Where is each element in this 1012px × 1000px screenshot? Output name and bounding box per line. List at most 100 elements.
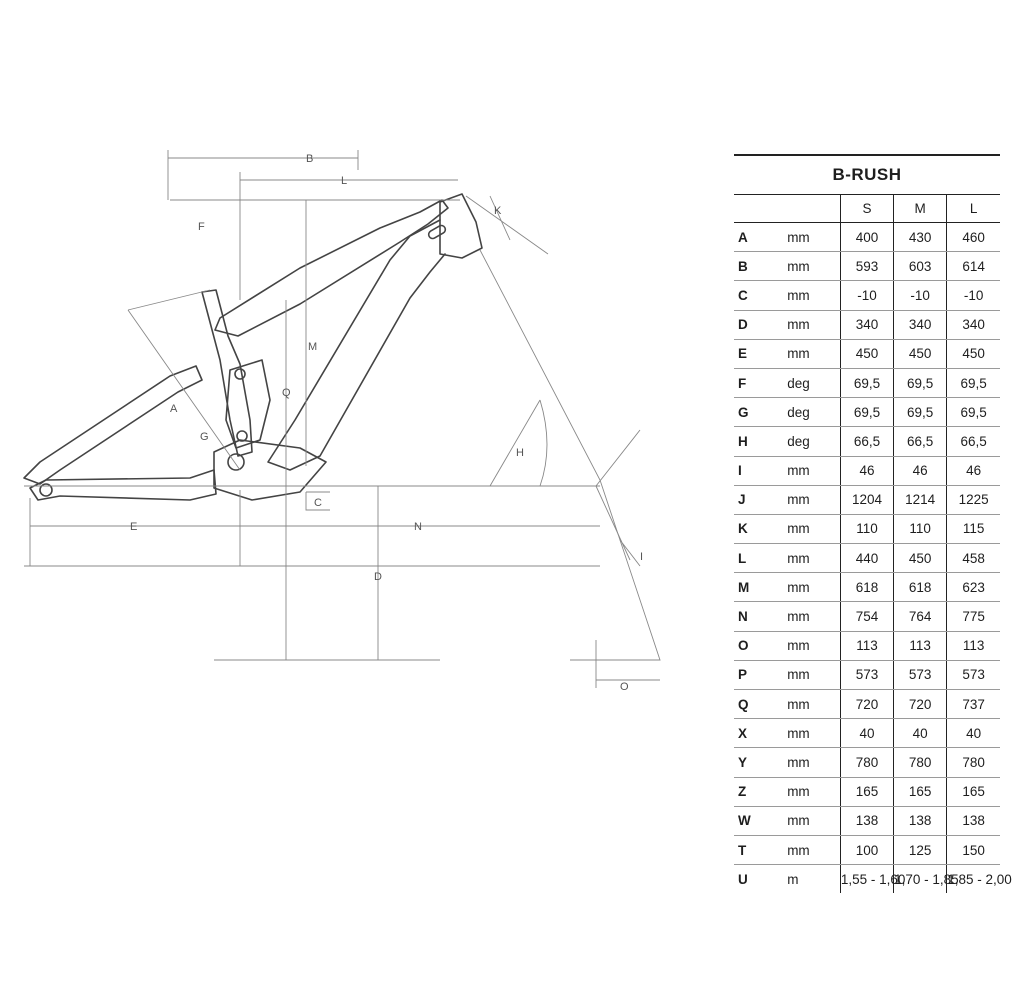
value-m: 430 — [893, 222, 947, 253]
value-s: 1204 — [839, 485, 894, 515]
dim-label-q: Q — [282, 387, 291, 399]
value-s: 754 — [839, 601, 894, 632]
value-l: 458 — [946, 543, 1000, 574]
value-s: 780 — [839, 747, 894, 778]
value-l: 113 — [946, 631, 1000, 661]
value-m: 618 — [893, 572, 947, 603]
value-m: 1,70 - 1,85 — [893, 864, 959, 894]
dim-line-o — [595, 640, 660, 688]
value-l: 775 — [946, 601, 1000, 632]
dim-line-h — [489, 399, 548, 487]
row-letter: F — [734, 368, 788, 399]
value-s: 1,55 - 1,60 — [839, 864, 905, 894]
value-l: 340 — [946, 310, 1000, 340]
row-unit: mm — [787, 280, 841, 311]
value-m: 138 — [893, 806, 947, 836]
value-l: 460 — [946, 222, 1000, 253]
header-blank — [734, 194, 788, 223]
row-letter: O — [734, 631, 788, 661]
row-unit: mm — [787, 251, 841, 282]
row-letter: E — [734, 339, 788, 369]
frame-shock-mount — [234, 368, 246, 380]
dim-line-a — [127, 289, 241, 471]
dim-label-o: O — [620, 681, 629, 693]
value-m: 450 — [893, 339, 947, 369]
dim-line-i — [595, 429, 641, 567]
value-l: 737 — [946, 689, 1000, 720]
size-header-m: M — [893, 194, 947, 223]
value-m: 69,5 — [893, 368, 947, 399]
value-s: 400 — [839, 222, 894, 253]
value-s: 340 — [839, 310, 894, 340]
value-l: -10 — [946, 280, 1000, 311]
frame-bb — [227, 453, 245, 471]
value-l: 573 — [946, 660, 1000, 691]
row-letter: A — [734, 222, 788, 253]
value-s: 110 — [839, 514, 894, 545]
dim-label-e: E — [130, 521, 137, 533]
table-title-row: B-RUSH — [734, 154, 1000, 195]
model-title: B-RUSH — [734, 154, 1000, 195]
row-unit: m — [787, 871, 799, 887]
value-m: 764 — [893, 601, 947, 632]
dim-line-k — [465, 195, 549, 255]
value-l: 69,5 — [946, 397, 1000, 428]
value-s: 69,5 — [839, 397, 894, 428]
value-s: 165 — [839, 777, 894, 807]
value-s: -10 — [839, 280, 894, 311]
value-s: 40 — [839, 718, 894, 749]
dim-line-d — [214, 486, 440, 661]
value-l: 165 — [946, 777, 1000, 807]
value-s: 113 — [839, 631, 894, 661]
row-letter: W — [734, 806, 788, 836]
row-unit: mm — [787, 514, 841, 545]
row-unit: mm — [787, 543, 841, 574]
row-letter: K — [734, 514, 788, 545]
value-m: 110 — [893, 514, 947, 545]
dim-label-m: M — [308, 341, 317, 353]
value-m: 720 — [893, 689, 947, 720]
row-unit: mm — [787, 660, 841, 691]
value-l: 780 — [946, 747, 1000, 778]
value-l: 46 — [946, 456, 1000, 486]
frame-pivot — [236, 430, 248, 442]
row-unit: mm — [787, 806, 841, 836]
row-unit: mm — [787, 485, 841, 515]
dim-label-g: G — [200, 431, 209, 443]
frame-head-tube — [439, 193, 483, 259]
frame-headtube-cable-port — [427, 224, 447, 240]
dim-label-c: C — [314, 497, 322, 509]
dim-label-i: I — [640, 551, 643, 563]
value-s: 138 — [839, 806, 894, 836]
dim-line-e — [29, 498, 240, 566]
dim-label-h: H — [516, 447, 524, 459]
value-m: 113 — [893, 631, 947, 661]
row-unit: mm — [787, 747, 841, 778]
dim-line-n — [239, 490, 600, 566]
value-l: 450 — [946, 339, 1000, 369]
size-header-l: L — [946, 194, 1000, 223]
frame-seat-tube — [201, 289, 253, 457]
row-unit: mm — [787, 777, 841, 807]
dim-label-l: L — [341, 175, 347, 187]
row-letter: X — [734, 718, 788, 749]
row-letter: Z — [734, 777, 788, 807]
value-m: 573 — [893, 660, 947, 691]
value-l: 150 — [946, 835, 1000, 866]
value-m: 165 — [893, 777, 947, 807]
row-unit: mm — [787, 689, 841, 720]
